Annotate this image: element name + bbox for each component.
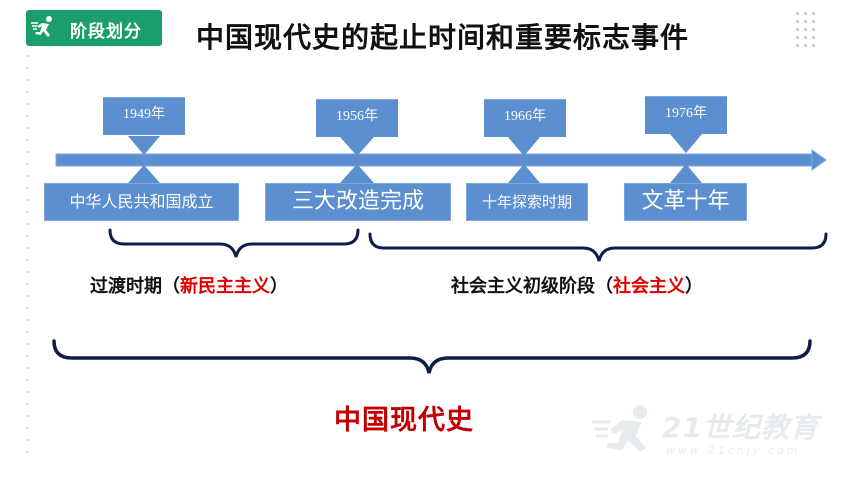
event-pointer-1956 bbox=[340, 164, 374, 183]
event-box-three-transformations: 三大改造完成 bbox=[265, 183, 451, 221]
section-badge: 阶段划分 bbox=[26, 10, 162, 46]
timeline-arrow-head bbox=[811, 149, 827, 171]
watermark-logo: 21世纪教育 www.21cnjy.com bbox=[592, 402, 840, 464]
event-box-ten-year-exploration: 十年探索时期 bbox=[466, 183, 588, 221]
watermark-brand: 21世纪教育 bbox=[662, 411, 819, 444]
period-label-socialist-stage: 社会主义初级阶段（社会主义） bbox=[451, 272, 703, 298]
event-pointer-1976 bbox=[670, 164, 702, 183]
brace-modern-history bbox=[52, 339, 812, 374]
decorative-dot-grid bbox=[796, 12, 820, 54]
brace-transition-period bbox=[108, 228, 360, 258]
period-label-text: ） bbox=[270, 276, 288, 297]
year-box-1976: 1976年 bbox=[645, 96, 727, 134]
period-label-text: ） bbox=[685, 276, 703, 297]
page-title: 中国现代史的起止时间和重要标志事件 bbox=[196, 21, 690, 54]
period-label-text: 过渡时期（ bbox=[90, 276, 180, 297]
watermark-url: www.21cnjy.com bbox=[666, 444, 801, 457]
year-pointer-1966 bbox=[508, 137, 540, 156]
brace-socialist-stage bbox=[368, 232, 828, 262]
runner-icon bbox=[31, 16, 52, 37]
decorative-dot-column bbox=[26, 50, 29, 460]
year-pointer-1976 bbox=[670, 134, 702, 153]
year-box-1966: 1966年 bbox=[484, 99, 566, 137]
era-title: 中国现代史 bbox=[334, 405, 474, 436]
year-pointer-1956 bbox=[340, 137, 374, 156]
section-badge-label: 阶段划分 bbox=[70, 22, 142, 42]
year-box-1956: 1956年 bbox=[316, 99, 398, 137]
period-label-highlight: 社会主义 bbox=[613, 276, 685, 297]
year-box-1949: 1949年 bbox=[103, 97, 185, 135]
period-label-highlight: 新民主主义 bbox=[180, 276, 270, 297]
year-pointer-1949 bbox=[128, 136, 160, 155]
event-box-cultural-revolution: 文革十年 bbox=[624, 183, 747, 221]
event-pointer-1949 bbox=[128, 165, 160, 183]
event-box-prc-founded: 中华人民共和国成立 bbox=[44, 183, 239, 221]
period-label-text: 社会主义初级阶段（ bbox=[451, 276, 613, 297]
timeline-arrow-shaft bbox=[55, 153, 813, 167]
period-label-transition: 过渡时期（新民主主义） bbox=[90, 272, 288, 298]
watermark-runner-icon bbox=[592, 405, 647, 452]
event-pointer-1966 bbox=[508, 164, 540, 183]
